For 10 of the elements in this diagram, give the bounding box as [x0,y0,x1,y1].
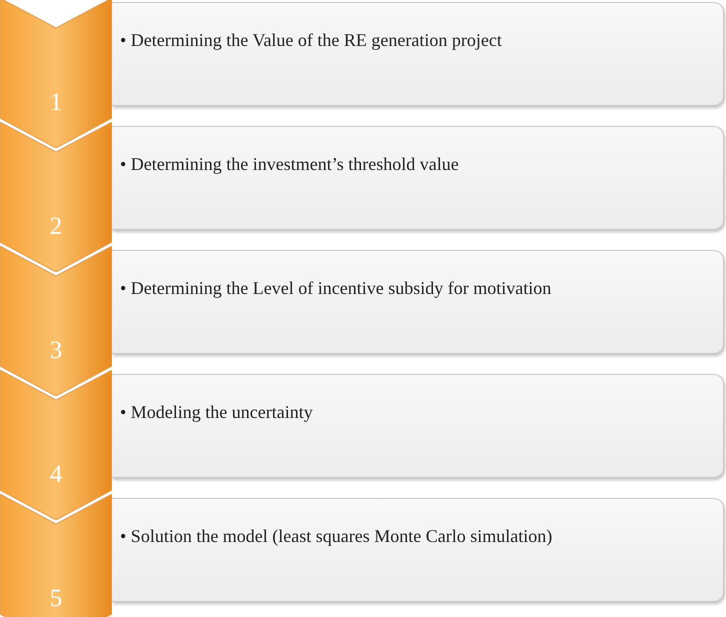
step-number: 4 [48,460,64,490]
step-text: • Determining the investment’s threshold value [120,153,460,175]
step-text: • Solution the model (least squares Monte Carlo simulation) [120,525,554,547]
step-number: 1 [48,88,64,118]
step-text: • Determining the Value of the RE generation project [120,29,503,51]
step-text: • Determining the Level of incentive subsidy for motivation [120,277,552,299]
step-number: 5 [48,584,64,614]
step-text: • Modeling the uncertainty [120,401,314,423]
step-number: 3 [48,336,64,366]
step-number: 2 [48,212,64,242]
